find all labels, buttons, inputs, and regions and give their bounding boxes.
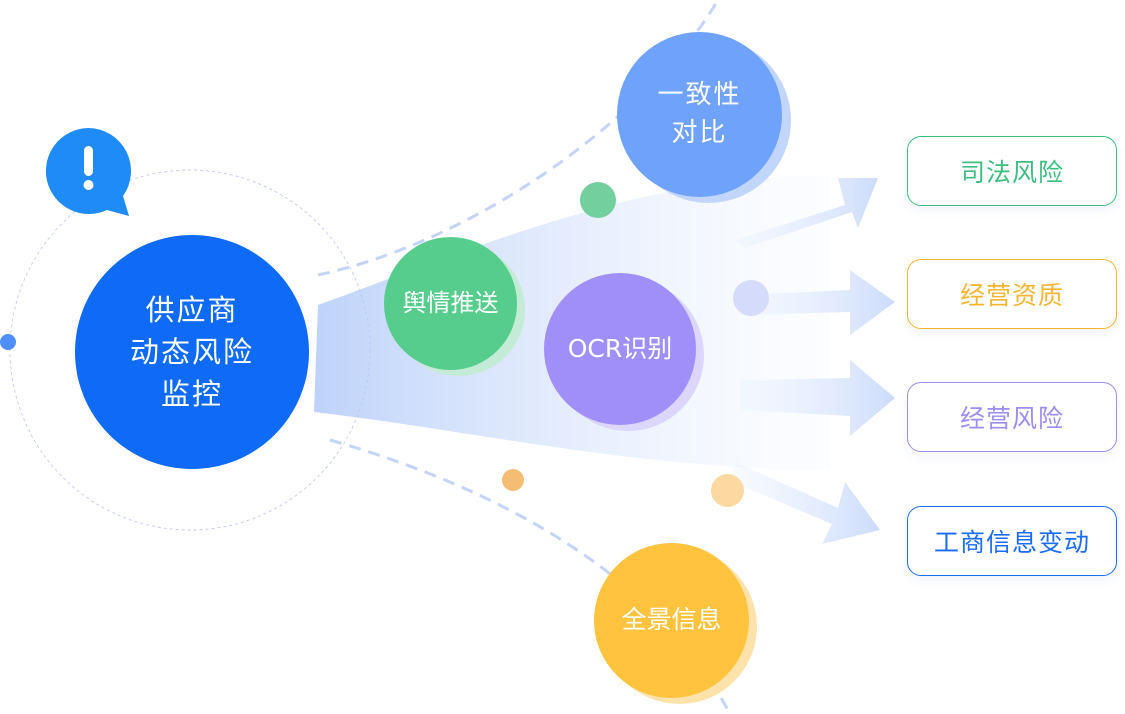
output-label: 司法风险 [959,158,1064,187]
panorama-node-label: 全景信息 [621,605,722,635]
ocr-node: OCR识别 [544,273,696,425]
green-dot [580,182,616,218]
output-business-risk: 经营风险 [907,382,1117,452]
arrow-4 [728,462,880,544]
center-node-label: 供应商 动态风险 监控 [129,292,254,412]
exclamation-bubble-icon [45,128,132,216]
orange-dot [502,469,524,491]
consistency-node-label: 一致性 对比 [657,79,742,148]
arrow-2 [740,270,895,335]
upper-dashed-curve [317,0,720,277]
left-dot [0,334,16,350]
peach-dot [711,474,744,507]
center-node: 供应商 动态风险 监控 [75,235,309,469]
sentiment-node-label: 舆情推送 [402,289,499,318]
arrow-3 [740,360,895,436]
arrow-1 [735,178,878,248]
sentiment-node: 舆情推送 [384,237,517,370]
output-judicial-risk: 司法风险 [907,136,1117,206]
output-business-qualification: 经营资质 [907,259,1117,329]
output-label: 经营资质 [959,281,1064,310]
lavender-dot [733,280,769,316]
consistency-node: 一致性 对比 [617,32,782,197]
output-registration-change: 工商信息变动 [907,506,1117,576]
ocr-node-label: OCR识别 [567,333,673,363]
output-label: 工商信息变动 [933,528,1090,557]
output-label: 经营风险 [959,404,1064,433]
panorama-node: 全景信息 [594,543,749,698]
